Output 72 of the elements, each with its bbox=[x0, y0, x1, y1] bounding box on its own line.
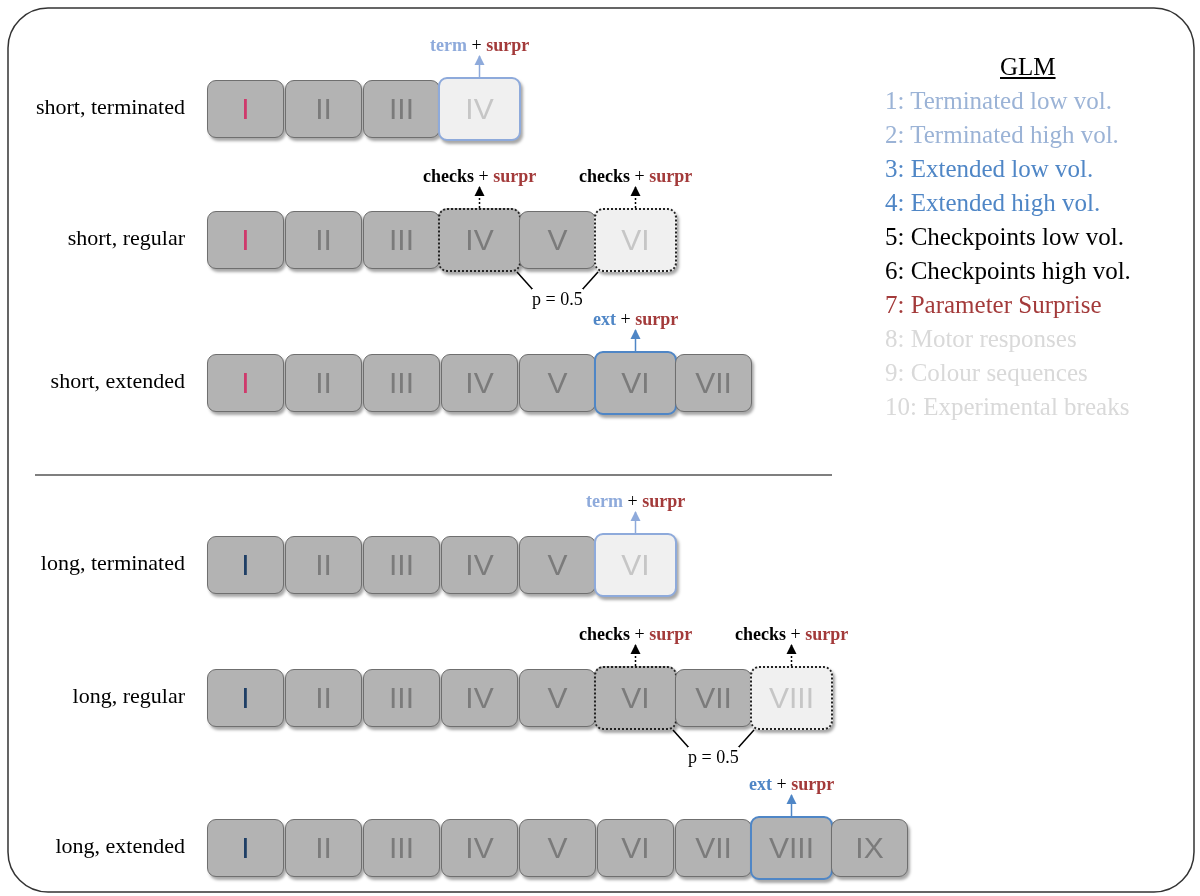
stage-box: VI bbox=[597, 819, 674, 877]
stage-box: I bbox=[207, 536, 284, 594]
leader-line bbox=[672, 729, 691, 750]
stage-box: IV bbox=[441, 536, 518, 594]
legend-heading: GLM bbox=[1000, 52, 1056, 82]
row-label: short, terminated bbox=[34, 94, 185, 120]
stage-box: V bbox=[519, 211, 596, 269]
annotation-label: checks + surpr bbox=[423, 165, 537, 187]
stage-box: II bbox=[285, 80, 362, 138]
legend-entry: 5: Checkpoints low vol. bbox=[885, 222, 1124, 252]
arrow bbox=[786, 793, 797, 817]
annotation-label: checks + surpr bbox=[579, 623, 693, 645]
row-label: long, terminated bbox=[39, 550, 185, 576]
stage-box: VIII bbox=[750, 816, 833, 880]
stage-box: IV bbox=[438, 208, 521, 272]
row-label: long, regular bbox=[71, 683, 185, 709]
stage-box: II bbox=[285, 669, 362, 727]
row-label: long, extended bbox=[54, 833, 185, 859]
annotation-label: checks + surpr bbox=[735, 623, 849, 645]
stage-box: I bbox=[207, 669, 284, 727]
stage-box: III bbox=[363, 211, 440, 269]
stage-box: III bbox=[363, 819, 440, 877]
stage-box: III bbox=[363, 354, 440, 412]
arrow bbox=[630, 510, 641, 534]
stage-box: IV bbox=[441, 669, 518, 727]
annotation-label: checks + surpr bbox=[579, 165, 693, 187]
legend-entry: 6: Checkpoints high vol. bbox=[885, 256, 1131, 286]
leader-line bbox=[736, 729, 755, 750]
legend-entry: 1: Terminated low vol. bbox=[885, 86, 1112, 116]
annotation-label: term + surpr bbox=[586, 490, 686, 512]
stage-box: III bbox=[363, 536, 440, 594]
legend-entry: 3: Extended low vol. bbox=[885, 154, 1094, 184]
stage-box: III bbox=[363, 669, 440, 727]
leader-line bbox=[580, 271, 599, 292]
stage-box: II bbox=[285, 536, 362, 594]
stage-box: II bbox=[285, 354, 362, 412]
arrow bbox=[474, 185, 485, 209]
annotation-label: ext + surpr bbox=[593, 308, 679, 330]
probability-label: p = 0.5 bbox=[532, 289, 583, 309]
arrow bbox=[630, 185, 641, 209]
stage-box: VII bbox=[675, 819, 752, 877]
stage-box: I bbox=[207, 211, 284, 269]
stage-box: II bbox=[285, 819, 362, 877]
stage-box: VI bbox=[594, 351, 677, 415]
probability-label: p = 0.5 bbox=[688, 747, 739, 767]
stage-box: I bbox=[207, 80, 284, 138]
stage-box: II bbox=[285, 211, 362, 269]
stage-box: V bbox=[519, 819, 596, 877]
stage-box: VI bbox=[594, 666, 677, 730]
arrow bbox=[630, 328, 641, 352]
stage-box: IV bbox=[441, 819, 518, 877]
stage-box: VII bbox=[675, 354, 752, 412]
arrow bbox=[630, 643, 641, 667]
row-label: short, extended bbox=[49, 368, 185, 394]
stage-box: III bbox=[363, 80, 440, 138]
legend-entry: 2: Terminated high vol. bbox=[885, 120, 1119, 150]
annotation-label: term + surpr bbox=[430, 34, 530, 56]
arrow bbox=[474, 54, 485, 78]
legend-entry: 4: Extended high vol. bbox=[885, 188, 1101, 218]
stage-box: V bbox=[519, 354, 596, 412]
stage-box: V bbox=[519, 536, 596, 594]
stage-box: I bbox=[207, 819, 284, 877]
stage-box: I bbox=[207, 354, 284, 412]
leader-line bbox=[516, 271, 535, 292]
stage-box: V bbox=[519, 669, 596, 727]
legend-entry: 7: Parameter Surprise bbox=[885, 290, 1102, 320]
annotation-label: ext + surpr bbox=[749, 773, 835, 795]
arrow bbox=[786, 643, 797, 667]
stage-box: VII bbox=[675, 669, 752, 727]
stage-box: IX bbox=[831, 819, 908, 877]
row-label: short, regular bbox=[66, 225, 185, 251]
stage-box: IV bbox=[441, 354, 518, 412]
